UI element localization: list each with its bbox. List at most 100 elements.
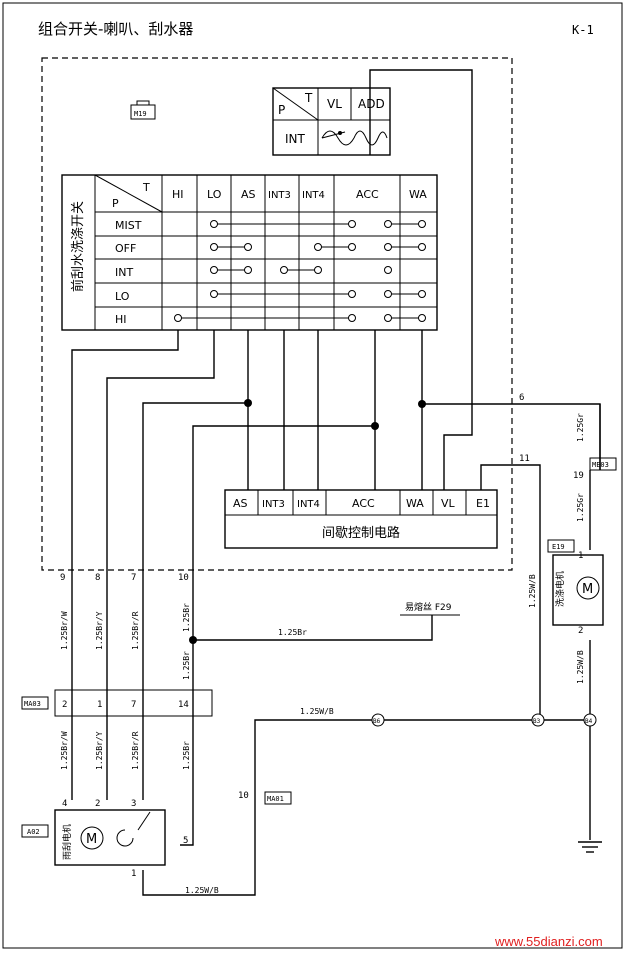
col-as: AS (241, 188, 256, 201)
harness-pins: 9 8 7 10 6 11 (60, 393, 530, 583)
svg-text:1.25Br: 1.25Br (182, 603, 191, 632)
svg-text:M: M (86, 832, 97, 847)
svg-text:19: 19 (573, 471, 584, 481)
svg-text:MA03: MA03 (24, 700, 41, 708)
svg-text:11: 11 (519, 454, 530, 464)
svg-text:1: 1 (97, 700, 102, 710)
svg-text:10: 10 (178, 573, 189, 583)
svg-text:1.25Br/W: 1.25Br/W (60, 731, 69, 770)
switch-table: 前刮水洗涤开关 P T HI LO AS INT3 INT4 ACC WA MI… (61, 174, 438, 331)
control-circuit: AS INT3 INT4 ACC WA VL E1 间歇控制电路 (224, 489, 498, 549)
wire-labels: 1.25Br/W 1.25Br/Y 1.25Br/R 1.25Br 1.25Br… (60, 413, 585, 895)
svg-text:M19: M19 (134, 110, 147, 118)
svg-text:3: 3 (131, 799, 136, 809)
svg-text:1.25Br: 1.25Br (182, 651, 191, 680)
svg-text:1.25Br/Y: 1.25Br/Y (95, 611, 104, 650)
svg-text:P: P (112, 197, 119, 210)
svg-text:1.25Br: 1.25Br (182, 741, 191, 770)
svg-text:B6: B6 (373, 718, 381, 725)
svg-text:8: 8 (95, 573, 100, 583)
svg-text:1: 1 (578, 551, 583, 561)
col-wa: WA (409, 188, 427, 201)
svg-text:易熔丝 F29: 易熔丝 F29 (405, 601, 452, 613)
col-int4: INT4 (302, 190, 325, 201)
svg-text:T: T (304, 91, 313, 105)
svg-text:2: 2 (95, 799, 100, 809)
svg-text:WA: WA (406, 497, 424, 510)
col-hi: HI (172, 188, 184, 201)
col-acc: ACC (356, 188, 379, 201)
svg-text:T: T (142, 181, 150, 194)
col-int3: INT3 (268, 190, 291, 201)
svg-text:1.25Br/R: 1.25Br/R (131, 611, 140, 650)
svg-text:E19: E19 (552, 543, 565, 551)
svg-text:B4: B4 (585, 718, 593, 725)
row-mist: MIST (115, 219, 142, 232)
svg-text:14: 14 (178, 700, 189, 710)
svg-text:洗涤电机: 洗涤电机 (554, 571, 566, 607)
connector-ma01: MA01 10 (238, 791, 292, 805)
svg-text:INT3: INT3 (262, 499, 285, 510)
svg-text:MA01: MA01 (267, 795, 284, 803)
svg-text:雨刮电机: 雨刮电机 (61, 824, 73, 860)
connector-me03: ME03 19 (573, 457, 617, 481)
svg-text:1.25Gr: 1.25Gr (576, 413, 585, 442)
svg-text:1.25W/B: 1.25W/B (185, 886, 219, 895)
svg-text:1.25Br: 1.25Br (278, 628, 307, 637)
control-circuit-label: 间歇控制电路 (322, 525, 400, 541)
svg-text:ACC: ACC (352, 497, 375, 510)
watermark: www.55dianzi.com (494, 934, 603, 949)
svg-text:6: 6 (519, 393, 524, 403)
svg-text:INT: INT (285, 132, 306, 146)
splice-b4: B4 (583, 713, 597, 727)
svg-text:B3: B3 (533, 718, 541, 725)
svg-text:9: 9 (60, 573, 65, 583)
svg-text:5: 5 (183, 836, 188, 846)
svg-text:ADD: ADD (358, 97, 385, 111)
row-int: INT (115, 266, 133, 279)
svg-text:2: 2 (578, 626, 583, 636)
svg-text:AS: AS (233, 497, 248, 510)
svg-text:M: M (582, 582, 593, 597)
svg-text:VL: VL (327, 97, 342, 111)
svg-text:A02: A02 (27, 828, 40, 836)
top-table: P T VL ADD INT (272, 87, 391, 156)
svg-text:1.25Br/R: 1.25Br/R (131, 731, 140, 770)
svg-text:ME03: ME03 (592, 461, 609, 469)
connector-m19: M19 (130, 100, 156, 120)
svg-text:E1: E1 (476, 497, 490, 510)
splice-b3: B3 (531, 713, 545, 727)
svg-text:1.25Br/W: 1.25Br/W (60, 611, 69, 650)
wiper-motor: A02 M 雨刮电机 4 2 3 5 1 (21, 799, 188, 879)
svg-text:INT4: INT4 (297, 499, 320, 510)
svg-text:1.25W/B: 1.25W/B (300, 707, 334, 716)
fuse-f29: 易熔丝 F29 (400, 601, 460, 616)
internal-wiring (71, 69, 601, 690)
svg-text:2: 2 (62, 700, 67, 710)
svg-text:P: P (278, 103, 285, 117)
svg-text:7: 7 (131, 573, 136, 583)
svg-text:7: 7 (131, 700, 136, 710)
page-code: K-1 (572, 23, 594, 37)
page-title: 组合开关-喇叭、刮水器 (38, 20, 193, 38)
col-lo: LO (207, 188, 222, 201)
washer-motor: M 洗涤电机 1 2 (552, 551, 604, 636)
svg-text:1: 1 (131, 869, 136, 879)
connector-e19: E19 (547, 539, 575, 553)
svg-text:1.25Br/Y: 1.25Br/Y (95, 731, 104, 770)
svg-text:4: 4 (62, 799, 67, 809)
row-lo: LO (115, 290, 130, 303)
switch-side-label: 前刮水洗涤开关 (70, 201, 86, 292)
svg-text:1.25W/B: 1.25W/B (528, 574, 537, 608)
connector-ma03: MA03 2 1 7 14 (21, 689, 213, 717)
row-hi: HI (115, 313, 127, 326)
svg-text:1.25Gr: 1.25Gr (576, 493, 585, 522)
svg-text:10: 10 (238, 791, 249, 801)
row-off: OFF (115, 242, 136, 255)
external-wiring (71, 404, 602, 896)
switch-boundary (41, 57, 513, 571)
svg-text:VL: VL (441, 497, 456, 510)
svg-text:1.25W/B: 1.25W/B (576, 650, 585, 684)
